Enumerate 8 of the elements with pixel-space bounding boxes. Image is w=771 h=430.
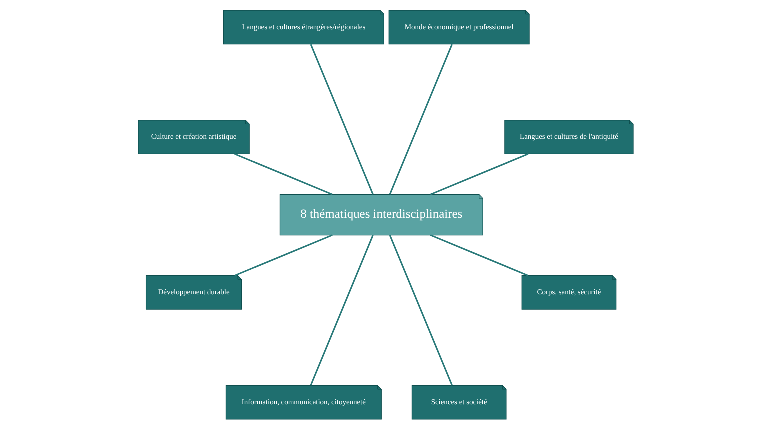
connector (430, 153, 528, 196)
connector (430, 234, 528, 277)
connector (234, 234, 332, 277)
connector (234, 153, 332, 196)
connector (388, 44, 452, 195)
connector (310, 235, 374, 386)
connector (388, 235, 452, 386)
connector (310, 44, 374, 195)
